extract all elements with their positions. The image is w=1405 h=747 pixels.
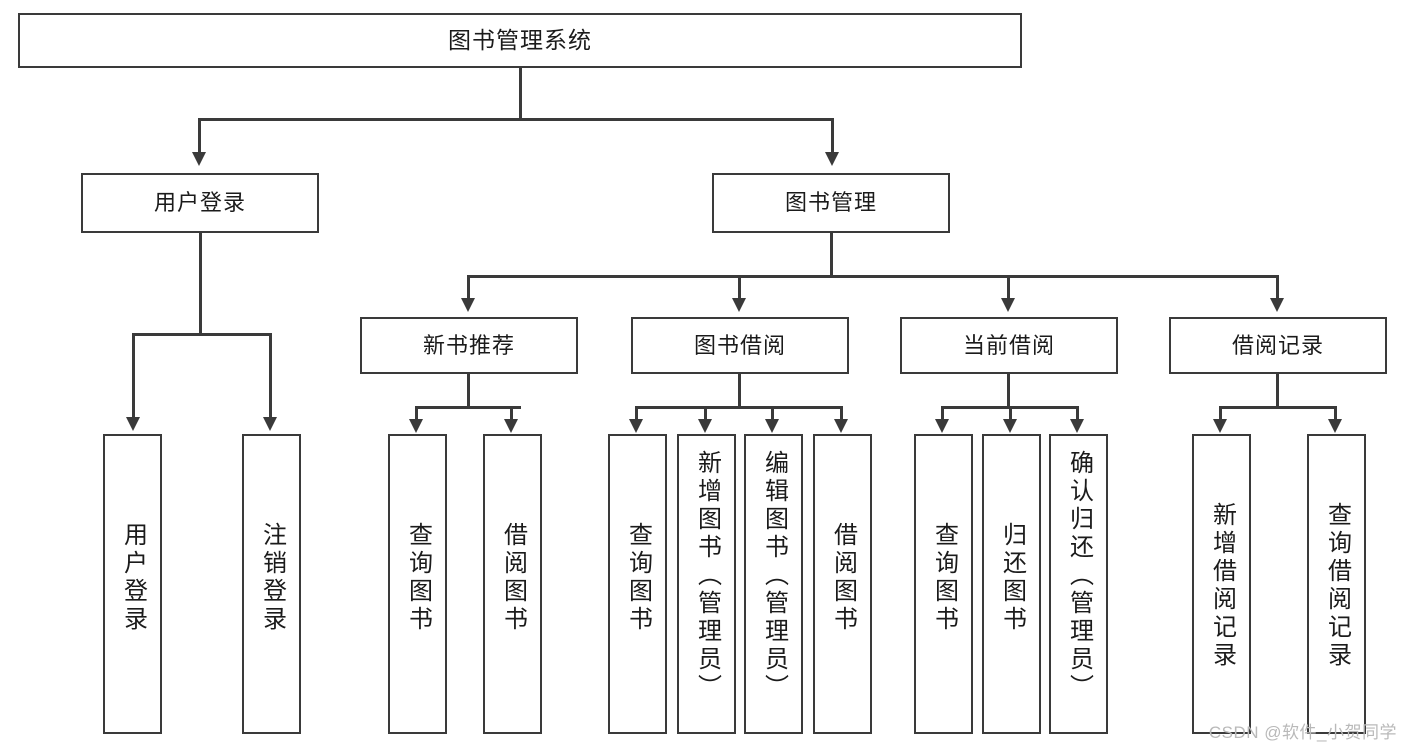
connector-currentborrow-drop-3 xyxy=(1076,406,1079,421)
node-label: 借阅记录 xyxy=(1231,332,1324,358)
leaf-user-login[interactable]: 用户登录 xyxy=(103,434,162,734)
node-label: 用户登录 xyxy=(153,190,246,216)
arrow-to-user-login xyxy=(192,152,206,166)
node-label: 注销登录 xyxy=(258,522,286,634)
connector-userlogin-bus xyxy=(132,333,271,336)
leaf-borrow-book-recommend[interactable]: 借阅图书 xyxy=(483,434,542,734)
node-borrow-record[interactable]: 借阅记录 xyxy=(1169,317,1387,374)
arrow-bookborrow-leaf-3 xyxy=(765,419,779,433)
arrow-to-borrow-record xyxy=(1270,298,1284,312)
node-new-book-recommend[interactable]: 新书推荐 xyxy=(360,317,578,374)
node-label: 新增图书（管理员） xyxy=(693,450,721,702)
arrow-to-book-manage xyxy=(825,152,839,166)
arrow-to-user-login-leaf xyxy=(126,417,140,431)
connector-borrowrecord-drop-2 xyxy=(1334,406,1337,421)
node-label: 借阅图书 xyxy=(829,522,857,634)
connector-bookborrow-drop-1 xyxy=(635,406,638,421)
arrow-bookborrow-leaf-4 xyxy=(834,419,848,433)
leaf-add-book-admin[interactable]: 新增图书（管理员） xyxy=(677,434,736,734)
arrow-currentborrow-leaf-2 xyxy=(1003,419,1017,433)
node-label: 查询图书 xyxy=(930,522,958,634)
connector-userlogin-drop-1 xyxy=(132,333,135,419)
leaf-borrow-book[interactable]: 借阅图书 xyxy=(813,434,872,734)
leaf-query-book-borrow[interactable]: 查询图书 xyxy=(608,434,667,734)
connector-borrowrecord-bus xyxy=(1219,406,1337,409)
leaf-edit-book-admin[interactable]: 编辑图书（管理员） xyxy=(744,434,803,734)
connector-root-drop-left xyxy=(198,118,201,154)
connector-root-drop-right xyxy=(831,118,834,154)
node-label: 确认归还（管理员） xyxy=(1065,450,1093,702)
connector-bookmgmt-drop-1 xyxy=(467,275,470,300)
connector-userlogin-drop-2 xyxy=(269,333,272,419)
arrow-newbook-leaf-2 xyxy=(504,419,518,433)
leaf-return-book[interactable]: 归还图书 xyxy=(982,434,1041,734)
node-root-library-system[interactable]: 图书管理系统 xyxy=(18,13,1022,68)
connector-newbook-bus xyxy=(415,406,521,409)
node-label: 当前借阅 xyxy=(962,332,1055,358)
arrow-currentborrow-leaf-1 xyxy=(935,419,949,433)
node-user-login[interactable]: 用户登录 xyxy=(81,173,319,233)
node-label: 新书推荐 xyxy=(422,332,515,358)
node-book-management[interactable]: 图书管理 xyxy=(712,173,950,233)
connector-bookborrow-bus xyxy=(635,406,843,409)
connector-bookborrow-trunk xyxy=(738,374,741,409)
leaf-confirm-return-admin[interactable]: 确认归还（管理员） xyxy=(1049,434,1108,734)
connector-bookmgmt-drop-2 xyxy=(738,275,741,300)
node-label: 归还图书 xyxy=(998,522,1026,634)
connector-bookborrow-drop-4 xyxy=(840,406,843,421)
csdn-watermark: CSDN @软件_小贺同学 xyxy=(1208,723,1397,742)
arrow-bookborrow-leaf-2 xyxy=(698,419,712,433)
connector-currentborrow-drop-1 xyxy=(941,406,944,421)
node-label: 新增借阅记录 xyxy=(1208,502,1236,670)
node-label: 查询图书 xyxy=(404,522,432,634)
arrow-borrowrecord-leaf-2 xyxy=(1328,419,1342,433)
leaf-add-borrow-record[interactable]: 新增借阅记录 xyxy=(1192,434,1251,734)
arrow-to-book-borrow xyxy=(732,298,746,312)
connector-root-bus xyxy=(198,118,834,121)
arrow-to-new-book-recommend xyxy=(461,298,475,312)
node-current-borrow[interactable]: 当前借阅 xyxy=(900,317,1118,374)
connector-borrowrecord-trunk xyxy=(1276,374,1279,409)
connector-newbook-drop-1 xyxy=(415,406,418,421)
connector-bookmgmt-bus xyxy=(467,275,1279,278)
connector-bookborrow-drop-2 xyxy=(704,406,707,421)
arrow-newbook-leaf-1 xyxy=(409,419,423,433)
node-label: 图书管理系统 xyxy=(448,27,592,54)
leaf-query-book-current[interactable]: 查询图书 xyxy=(914,434,973,734)
node-label: 查询借阅记录 xyxy=(1323,502,1351,670)
leaf-query-book-recommend[interactable]: 查询图书 xyxy=(388,434,447,734)
leaf-query-borrow-record[interactable]: 查询借阅记录 xyxy=(1307,434,1366,734)
node-label: 图书借阅 xyxy=(693,332,786,358)
connector-currentborrow-trunk xyxy=(1007,374,1010,409)
node-label: 图书管理 xyxy=(784,190,877,216)
connector-currentborrow-drop-2 xyxy=(1009,406,1012,421)
node-label: 编辑图书（管理员） xyxy=(760,450,788,702)
connector-root-trunk xyxy=(519,68,522,120)
connector-newbook-drop-2 xyxy=(510,406,513,421)
connector-userlogin-trunk xyxy=(199,233,202,335)
connector-newbook-trunk xyxy=(467,374,470,409)
node-label: 查询图书 xyxy=(624,522,652,634)
leaf-logout[interactable]: 注销登录 xyxy=(242,434,301,734)
node-label: 用户登录 xyxy=(119,522,147,634)
node-label: 借阅图书 xyxy=(499,522,527,634)
connector-bookmgmt-trunk xyxy=(830,233,833,278)
arrow-to-logout-leaf xyxy=(263,417,277,431)
arrow-currentborrow-leaf-3 xyxy=(1070,419,1084,433)
connector-borrowrecord-drop-1 xyxy=(1219,406,1222,421)
connector-bookborrow-drop-3 xyxy=(771,406,774,421)
arrow-borrowrecord-leaf-1 xyxy=(1213,419,1227,433)
arrow-to-current-borrow xyxy=(1001,298,1015,312)
node-book-borrow[interactable]: 图书借阅 xyxy=(631,317,849,374)
connector-bookmgmt-drop-4 xyxy=(1276,275,1279,300)
connector-bookmgmt-drop-3 xyxy=(1007,275,1010,300)
arrow-bookborrow-leaf-1 xyxy=(629,419,643,433)
